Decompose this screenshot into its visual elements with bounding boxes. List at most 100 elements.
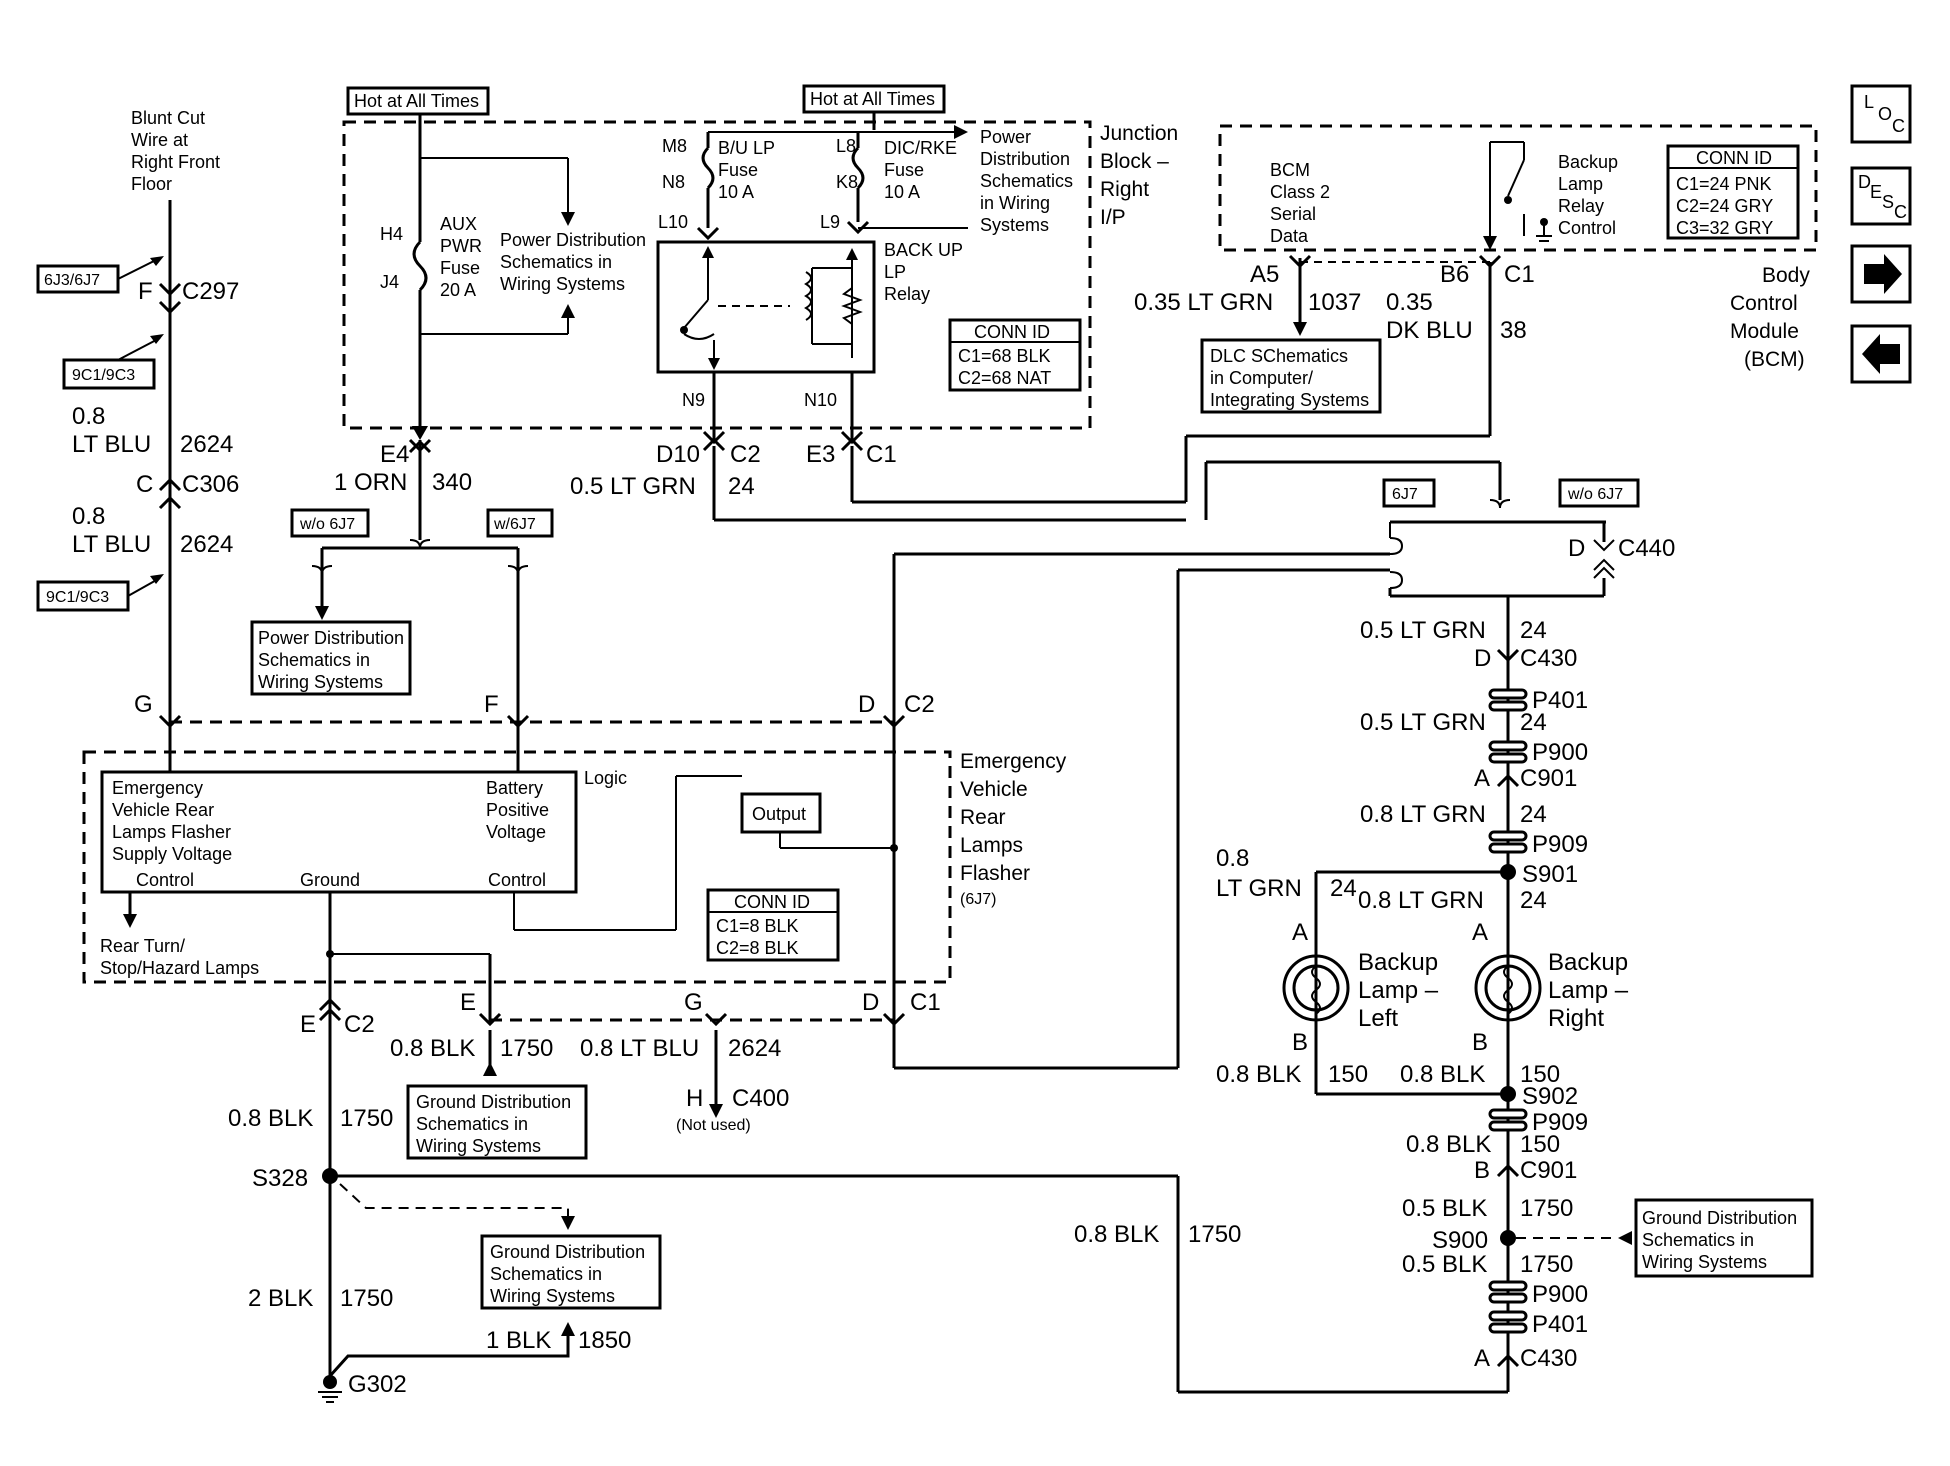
splice-s900 (1500, 1230, 1516, 1246)
svg-text:0.8 BLK: 0.8 BLK (1074, 1221, 1159, 1248)
c297-connector (158, 282, 182, 297)
svg-text:1 BLK: 1 BLK (486, 1327, 551, 1354)
p909-bottom (1488, 1108, 1528, 1120)
c297-label: C297 (182, 278, 239, 305)
svg-text:1750: 1750 (340, 1285, 393, 1312)
bcm-title: Body Control Module (BCM) (1730, 264, 1810, 371)
svg-text:Ground: Ground (300, 870, 360, 890)
svg-text:G: G (684, 989, 703, 1016)
svg-text:Right: Right (1548, 1005, 1604, 1032)
svg-text:Right Front: Right Front (131, 152, 220, 172)
svg-text:LT GRN: LT GRN (1216, 875, 1302, 902)
svg-text:Supply Voltage: Supply Voltage (112, 844, 232, 864)
svg-text:0.8: 0.8 (1216, 845, 1249, 872)
svg-text:Blunt Cut: Blunt Cut (131, 108, 205, 128)
svg-text:L: L (1864, 92, 1874, 112)
svg-text:Control: Control (488, 870, 546, 890)
svg-text:G302: G302 (348, 1371, 407, 1398)
svg-text:Integrating Systems: Integrating Systems (1210, 390, 1369, 410)
svg-text:C1: C1 (866, 441, 897, 468)
option-6j3-label: 6J3/6J7 (44, 272, 100, 289)
svg-text:P909: P909 (1532, 831, 1588, 858)
backup-lamp-relay-label: BACK UP LP Relay (884, 240, 963, 304)
svg-text:0.35: 0.35 (1386, 289, 1433, 316)
p909-top (1488, 830, 1528, 842)
ground-distribution-ref-right (1634, 1198, 1814, 1278)
svg-text:1850: 1850 (578, 1327, 631, 1354)
svg-text:P900: P900 (1532, 1281, 1588, 1308)
svg-text:D10: D10 (656, 441, 700, 468)
dlc-ref-box (1200, 338, 1382, 414)
svg-text:B: B (1474, 1157, 1490, 1184)
svg-text:B: B (1472, 1029, 1488, 1056)
svg-text:0.5 BLK: 0.5 BLK (1402, 1251, 1487, 1278)
svg-text:A: A (1472, 919, 1488, 946)
svg-text:G: G (134, 691, 153, 718)
svg-text:LT BLU: LT BLU (72, 431, 151, 458)
desc-button[interactable] (1850, 166, 1912, 226)
svg-text:0.5 LT GRN: 0.5 LT GRN (1360, 709, 1486, 736)
svg-text:1750: 1750 (1520, 1251, 1573, 1278)
svg-text:0.5 BLK: 0.5 BLK (1402, 1195, 1487, 1222)
svg-text:B6: B6 (1440, 261, 1469, 288)
svg-text:24: 24 (1520, 801, 1547, 828)
svg-text:C2: C2 (344, 1011, 375, 1038)
svg-text:340: 340 (432, 469, 472, 496)
wire-2624-label-b: 0.8 LT BLU 2624 (72, 503, 233, 558)
svg-text:0.8 LT GRN: 0.8 LT GRN (1360, 801, 1486, 828)
svg-text:O: O (1878, 104, 1892, 124)
svg-text:C1: C1 (1504, 261, 1535, 288)
loc-button[interactable] (1850, 84, 1912, 144)
backup-lamp-right-label: Backup Lamp – Right (1548, 949, 1629, 1032)
svg-text:24: 24 (1520, 617, 1547, 644)
svg-text:D: D (1858, 172, 1871, 192)
svg-text:L10: L10 (658, 212, 688, 232)
svg-text:C2=8 BLK: C2=8 BLK (716, 938, 799, 958)
svg-text:C1=68 BLK: C1=68 BLK (958, 346, 1051, 366)
svg-text:24: 24 (1330, 875, 1357, 902)
svg-text:H: H (686, 1085, 703, 1112)
flasher-conn-id-box (706, 888, 840, 962)
relay-coil (804, 271, 812, 321)
svg-text:0.8: 0.8 (72, 403, 105, 430)
svg-text:C400: C400 (732, 1085, 789, 1112)
svg-text:I/P: I/P (1100, 206, 1126, 229)
svg-text:AUX: AUX (440, 214, 477, 234)
svg-text:2 BLK: 2 BLK (248, 1285, 313, 1312)
svg-text:N9: N9 (682, 390, 705, 410)
svg-text:Battery: Battery (486, 778, 543, 798)
svg-text:Backup: Backup (1558, 152, 1618, 172)
svg-text:C2=24 GRY: C2=24 GRY (1676, 196, 1773, 216)
c306-connector (158, 477, 182, 492)
svg-text:P401: P401 (1532, 1311, 1588, 1338)
svg-text:Schematics: Schematics (980, 171, 1073, 191)
svg-text:B: B (1292, 1029, 1308, 1056)
jb-conn-id-box (948, 318, 1082, 392)
svg-text:1750: 1750 (1188, 1221, 1241, 1248)
svg-text:24: 24 (728, 473, 755, 500)
svg-text:E: E (460, 989, 476, 1016)
svg-text:S328: S328 (252, 1165, 308, 1192)
svg-text:Power Distribution: Power Distribution (258, 628, 404, 648)
arrow-left-icon (1862, 334, 1900, 374)
svg-text:C901: C901 (1520, 765, 1577, 792)
svg-text:Fuse: Fuse (718, 160, 758, 180)
p401-bottom (1488, 1310, 1528, 1322)
svg-text:(BCM): (BCM) (1744, 348, 1805, 371)
power-distribution-ref-bottom (250, 620, 412, 696)
backup-lamp-relay (656, 240, 876, 374)
svg-text:Body: Body (1762, 264, 1810, 287)
svg-text:D: D (1568, 535, 1585, 562)
svg-text:Lamps: Lamps (960, 834, 1023, 857)
svg-text:10 A: 10 A (718, 182, 754, 202)
svg-text:H4: H4 (380, 224, 403, 244)
junction-block-outline (342, 120, 1092, 430)
svg-text:Fuse: Fuse (884, 160, 924, 180)
svg-text:Lamp –: Lamp – (1548, 977, 1629, 1004)
junction-block-title: Junction Block – Right I/P (1100, 122, 1178, 229)
svg-text:P900: P900 (1532, 739, 1588, 766)
svg-text:w/o 6J7: w/o 6J7 (1567, 486, 1623, 503)
svg-text:Distribution: Distribution (980, 149, 1070, 169)
option-box-wo6j7-right (1558, 478, 1640, 508)
svg-text:CONN ID: CONN ID (1696, 148, 1772, 168)
